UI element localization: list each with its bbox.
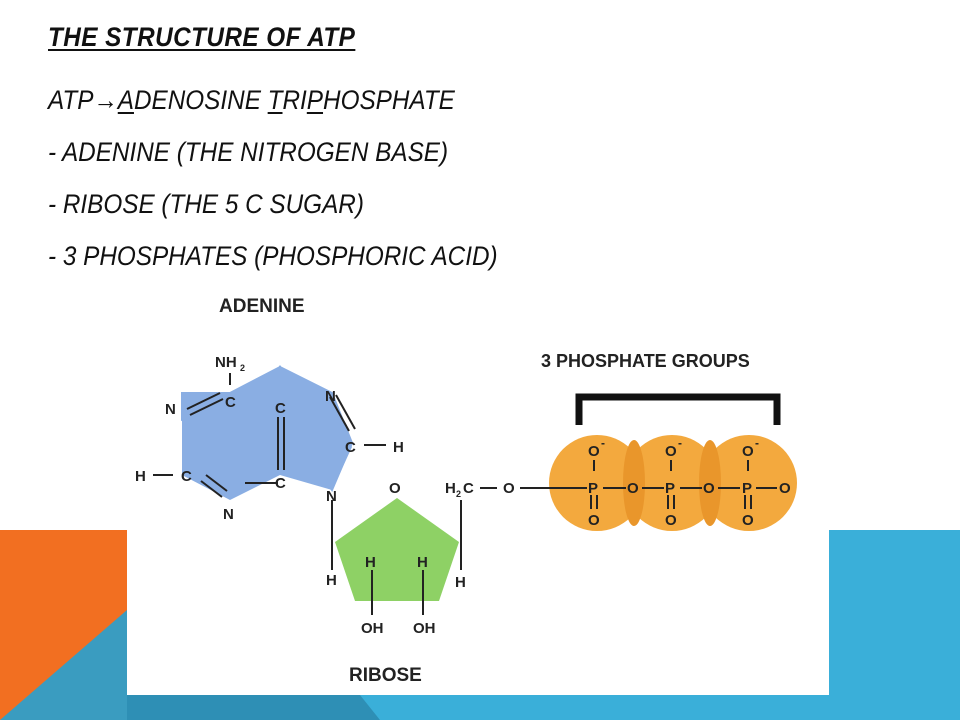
phosphate-circle-2 (624, 435, 720, 531)
word-hosphate: HOSPHATE (323, 85, 455, 115)
charge-p2: - (678, 436, 682, 450)
word-denosine: DENOSINE (133, 85, 268, 115)
atom-p1: P (588, 480, 598, 497)
word-ri: RI (282, 85, 307, 115)
dark-teal-strip (127, 695, 380, 720)
bullet-phosphates: - 3 PHOSPHATES (PHOSPHORIC ACID) (48, 241, 498, 271)
atom-n-top: N (325, 388, 336, 405)
atom-p3: P (742, 480, 752, 497)
atom-nh-subscript: 2 (240, 363, 245, 373)
right-arrow-icon: → (93, 85, 118, 115)
letter-a: A (117, 85, 134, 115)
atom-o-p2-bottom: O (665, 512, 677, 529)
ribose-ring (335, 498, 459, 601)
adenine-bonds (153, 373, 386, 570)
atp-abbrev: ATP (48, 85, 94, 115)
atom-oh-2: OH (413, 620, 436, 637)
atp-molecule-svg: ADENINE NH 2 (135, 296, 797, 686)
phosphate-overlap-2 (699, 440, 721, 526)
phosphate-circle-1 (549, 435, 645, 531)
atom-h-ribose-3: H (455, 574, 466, 591)
atom-c-lower-right: C (275, 475, 286, 492)
bullet-ribose: - RIBOSE (THE 5 C SUGAR) (48, 189, 364, 219)
atom-o-terminal: O (779, 480, 791, 497)
phosphate-groups-label: 3 PHOSPHATE GROUPS (541, 351, 750, 371)
atom-h-pent: H (393, 439, 404, 456)
atom-o-p2-top: O (665, 443, 677, 460)
adenine-fill-pent (280, 393, 352, 490)
atom-h-glyco: H (326, 572, 337, 589)
phosphate-bracket (575, 393, 781, 425)
letter-t: T (267, 85, 283, 115)
atom-oh-1: OH (361, 620, 384, 637)
adenine-fill-main (182, 393, 280, 500)
phosphate-circle-3 (701, 435, 797, 531)
ribose-bonds (371, 487, 497, 615)
bullet-list: ATP→ADENOSINE TRIPHOSPHATE - ADENINE (TH… (48, 80, 498, 288)
atom-o-bridge-1: O (627, 480, 639, 497)
adenine-label: ADENINE (219, 296, 305, 317)
atom-nh: NH (215, 354, 237, 371)
letter-p: P (306, 85, 324, 115)
atom-c-upper-right: C (275, 400, 286, 417)
atom-h2c: H (445, 480, 456, 497)
atom-o-link: O (503, 480, 515, 497)
charge-p3: - (755, 436, 759, 450)
atom-o-p1-top: O (588, 443, 600, 460)
phosphate-overlap-1 (623, 440, 645, 526)
atp-structure-diagram: ADENINE NH 2 (127, 285, 829, 695)
atom-p2: P (665, 480, 675, 497)
atom-c-top: C (225, 394, 236, 411)
phosphate-bonds (520, 460, 777, 509)
atom-h-left: H (135, 468, 146, 485)
atom-n-left: N (165, 401, 176, 418)
atom-o-p3-bottom: O (742, 512, 754, 529)
atom-o-bridge-2: O (703, 480, 715, 497)
atom-c-pent: C (345, 439, 356, 456)
atom-n-bottom: N (223, 506, 234, 523)
blue-right-block (829, 530, 960, 720)
bullet-adenine: - ADENINE (THE NITROGEN BASE) (48, 137, 449, 167)
atom-c-left: C (181, 468, 192, 485)
atp-definition-line: ATP→ADENOSINE TRIPHOSPHATE (48, 80, 498, 132)
atom-o-ribose: O (389, 480, 401, 497)
atom-o-p1-bottom: O (588, 512, 600, 529)
atom-h-ribose-2: H (417, 554, 428, 571)
atom-h2c-subscript: 2 (456, 489, 461, 499)
atom-h2c-c: C (463, 480, 474, 497)
charge-p1: - (601, 436, 605, 450)
atom-o-p3-top: O (742, 443, 754, 460)
slide-title: THE STRUCTURE OF ATP (48, 22, 356, 52)
atom-n-glyco: N (326, 488, 337, 505)
ribose-label: RIBOSE (349, 665, 422, 686)
teal-triangle (0, 610, 127, 720)
atom-h-ribose-1: H (365, 554, 376, 571)
